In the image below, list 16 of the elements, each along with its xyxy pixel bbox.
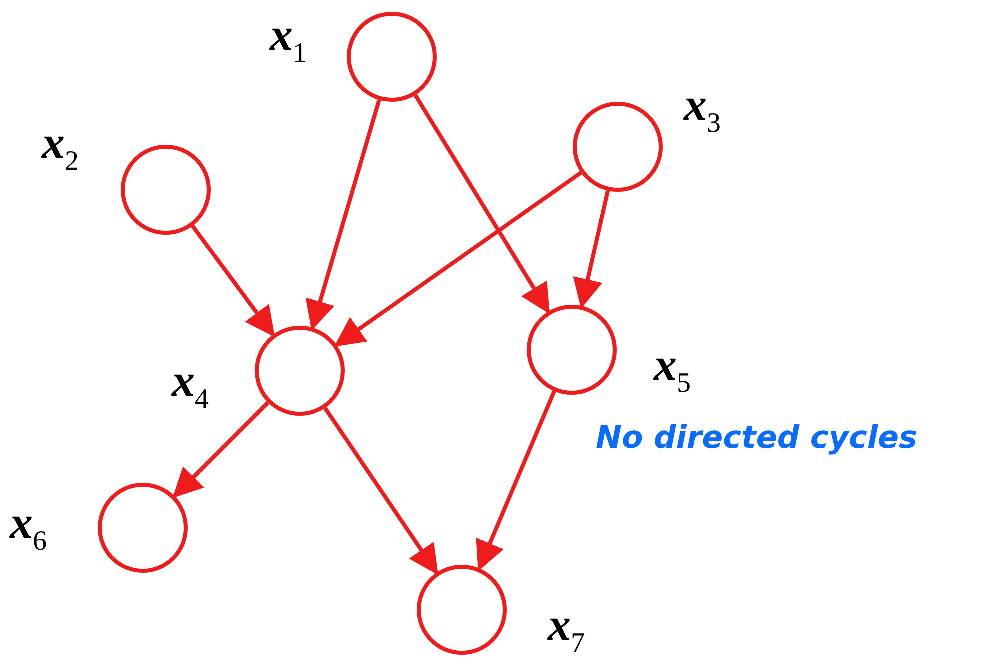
variable-label: x$_{4}$ <box>172 358 209 414</box>
variable-label: x$_{7}$ <box>548 602 585 658</box>
arrow <box>306 100 382 331</box>
variable-label: x$_{3}$ <box>684 82 721 138</box>
arrow <box>334 171 582 347</box>
variable-label: x$_{1}$ <box>270 12 307 68</box>
note-text: No directed cycles <box>596 420 918 456</box>
variable-label: x$_{6}$ <box>10 500 47 556</box>
variable-label: x$_{5}$ <box>654 342 691 398</box>
arrow <box>324 407 438 576</box>
variable-label: x$_{2}$ <box>42 120 79 176</box>
arrow <box>573 190 610 310</box>
arrow <box>191 224 275 338</box>
arrow <box>414 94 550 314</box>
arrow <box>172 401 270 498</box>
arrow <box>476 390 556 572</box>
